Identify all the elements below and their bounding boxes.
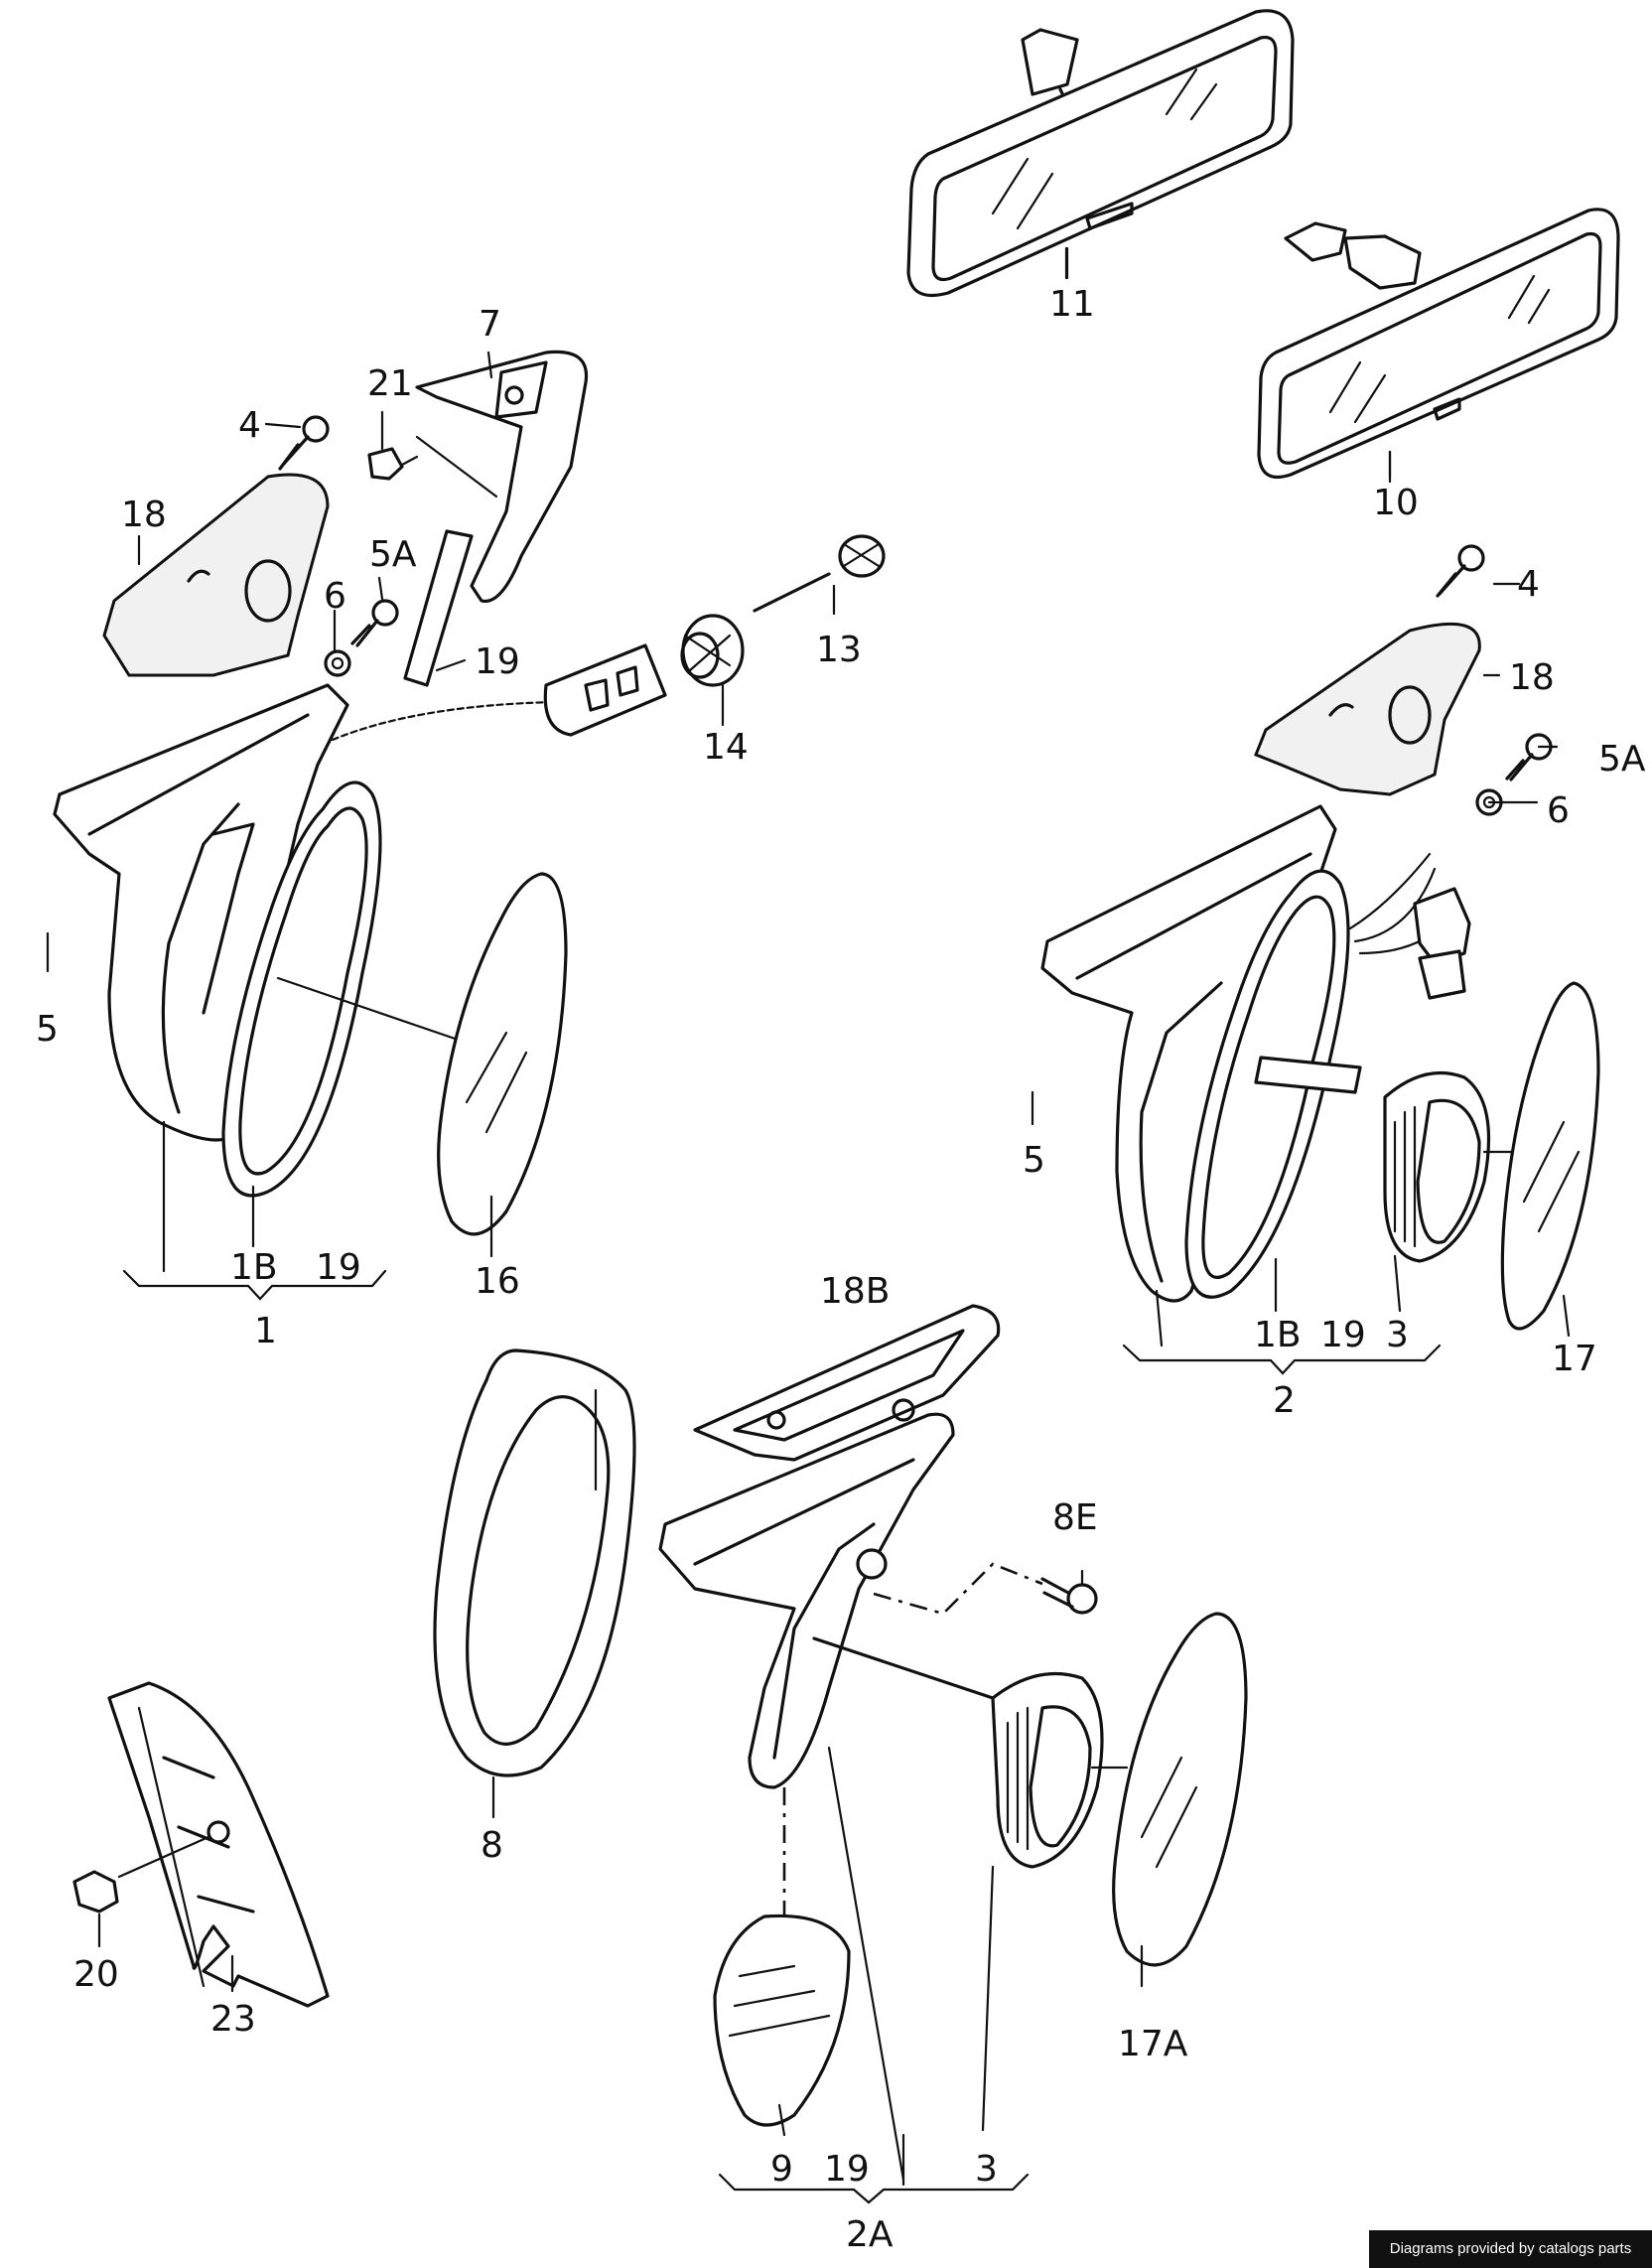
label-11: 11	[1049, 284, 1095, 325]
label-16: 16	[475, 1261, 520, 1302]
label-3-right: 3	[1386, 1315, 1409, 1355]
label-14: 14	[703, 727, 749, 768]
label-5-left: 5	[36, 1009, 59, 1050]
label-1B-left: 1B	[230, 1247, 278, 1288]
label-10: 10	[1373, 483, 1419, 523]
label-19-left: 19	[316, 1247, 361, 1288]
part-10-interior-mirror	[1257, 208, 1620, 484]
label-8: 8	[481, 1825, 503, 1866]
group-2A-mirror-assembly	[433, 1304, 1248, 2127]
label-6-right: 6	[1547, 790, 1570, 831]
label-20: 20	[73, 1954, 119, 1995]
credit-footer: Diagrams provided by catalogs parts	[1369, 2230, 1652, 2268]
label-group-2A: 2A	[846, 2214, 894, 2255]
label-5A-left: 5A	[369, 534, 417, 575]
label-23: 23	[210, 1999, 256, 2040]
label-21: 21	[367, 363, 413, 404]
label-18-right: 18	[1509, 657, 1555, 698]
callout-labels: 11 10 7 21 4 18 5A 6 19 13 14 5 1B 19 1 …	[36, 284, 1646, 2255]
label-18B: 18B	[820, 1271, 891, 1312]
label-19-bottom: 19	[824, 2149, 870, 2190]
group-2-electric-mirror	[1040, 544, 1600, 1331]
group-brackets	[122, 1269, 1442, 2204]
label-8E: 8E	[1052, 1497, 1098, 1538]
label-19-upper: 19	[475, 641, 520, 682]
label-19-right: 19	[1320, 1315, 1366, 1355]
part-11-interior-mirror	[906, 9, 1295, 298]
label-18-left: 18	[121, 495, 167, 535]
label-group-1: 1	[254, 1311, 277, 1351]
label-9: 9	[770, 2149, 793, 2190]
label-4-right: 4	[1517, 564, 1540, 605]
label-1B-right: 1B	[1254, 1315, 1302, 1355]
label-17: 17	[1552, 1339, 1597, 1379]
group-1-manual-mirror	[53, 350, 886, 1236]
label-17A: 17A	[1118, 2024, 1188, 2064]
label-4-left: 4	[238, 405, 261, 446]
label-group-2: 2	[1273, 1380, 1296, 1421]
label-3-bottom: 3	[975, 2149, 998, 2190]
label-7: 7	[479, 304, 501, 345]
label-13: 13	[816, 630, 862, 670]
label-5-right: 5	[1023, 1140, 1045, 1181]
leader-lines	[46, 246, 1571, 2187]
label-6-left: 6	[324, 576, 346, 617]
label-5A-right: 5A	[1598, 739, 1646, 780]
parts-20-23-trim	[72, 1681, 330, 2008]
